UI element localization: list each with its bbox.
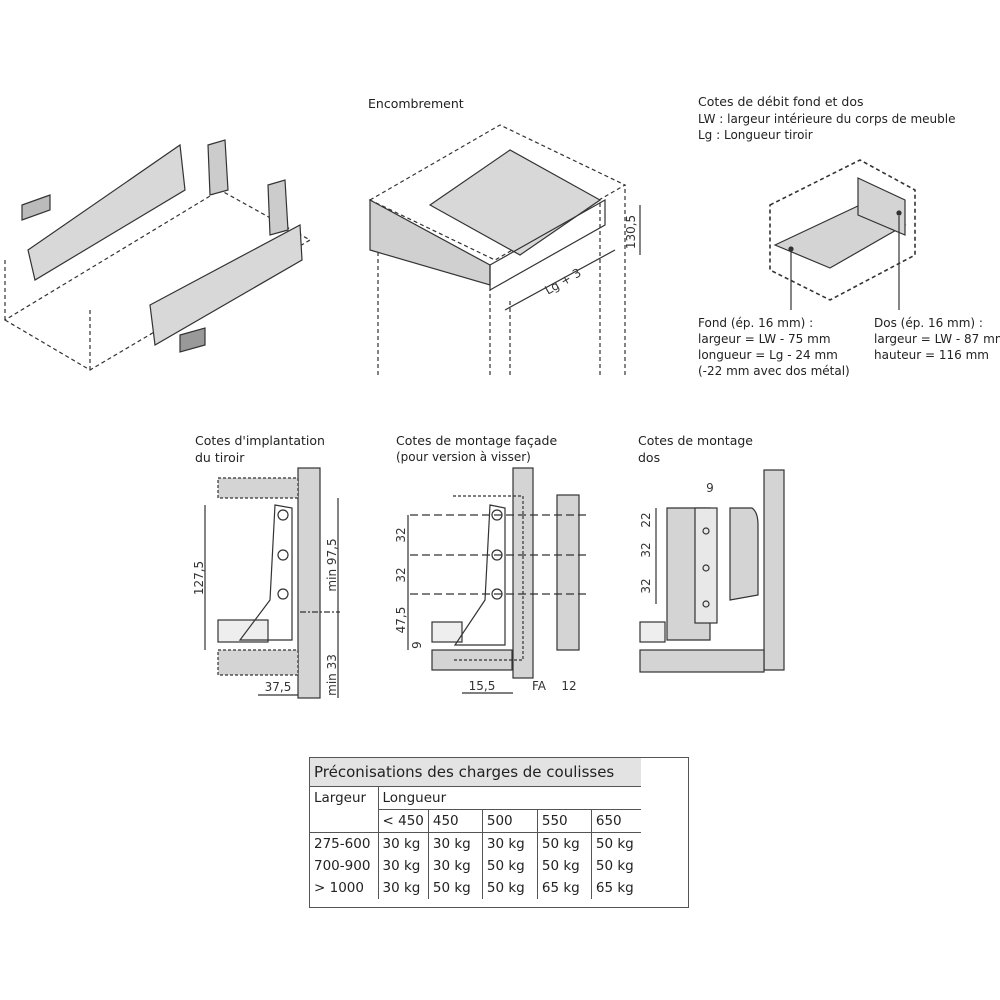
- encombrement-illustration: 130,5 Lg + 3: [368, 124, 641, 375]
- dim-15-5: 15,5: [469, 679, 496, 693]
- encombrement-title: Encombrement: [368, 96, 464, 111]
- load-cell: 30 kg: [427, 832, 483, 855]
- length-header: 500: [481, 809, 538, 833]
- length-header: < 450: [377, 809, 429, 833]
- dim-height-label: 130,5: [624, 215, 638, 249]
- dos-line-3: hauteur = 116 mm: [874, 348, 989, 362]
- cotes-debit-lw: LW : largeur intérieure du corps de meub…: [698, 112, 956, 126]
- dim-fa: FA: [532, 679, 547, 693]
- fond-line-2: largeur = LW - 75 mm: [698, 332, 831, 346]
- facade-title-2: (pour version à visser): [396, 450, 531, 464]
- dim-127-5: 127,5: [192, 561, 206, 595]
- load-cell: 50 kg: [481, 877, 538, 899]
- dos-title-2: dos: [638, 450, 661, 465]
- row-largeur: 275-600: [310, 832, 378, 855]
- length-header: 550: [536, 809, 592, 833]
- load-cell: 30 kg: [427, 855, 483, 877]
- dos-title-1: Cotes de montage: [638, 433, 753, 448]
- fond-line-3: longueur = Lg - 24 mm: [698, 348, 838, 362]
- dim-9-top: 9: [706, 481, 714, 495]
- dim-37-5: 37,5: [265, 680, 292, 694]
- load-cell: 50 kg: [590, 855, 642, 877]
- implantation-section-drawing: 127,5 min 97,5 min 33 37,5: [192, 467, 340, 699]
- load-cell: 30 kg: [377, 877, 429, 899]
- load-cell: 50 kg: [536, 855, 592, 877]
- dos-line-2: largeur = LW - 87 mm: [874, 332, 1000, 346]
- implantation-title-2: du tiroir: [195, 450, 245, 465]
- dos-line-1: Dos (ép. 16 mm) :: [874, 316, 983, 330]
- cotes-debit-title: Cotes de débit fond et dos: [698, 94, 864, 109]
- load-cell: 50 kg: [481, 855, 538, 877]
- load-cell: 50 kg: [590, 832, 642, 855]
- load-table: Préconisations des charges de coulisses …: [310, 758, 642, 899]
- load-table-title: Préconisations des charges de coulisses: [310, 758, 642, 787]
- header-largeur: Largeur: [314, 790, 367, 807]
- dim-min-97-5: min 97,5: [325, 538, 339, 591]
- load-cell: 30 kg: [481, 832, 538, 855]
- load-cell: 30 kg: [377, 855, 429, 877]
- row-largeur: > 1000: [314, 880, 364, 896]
- table-row: 700-900 30 kg 30 kg 50 kg 50 kg 50 kg: [310, 855, 642, 877]
- cotes-debit-lg: Lg : Longueur tiroir: [698, 128, 813, 142]
- fond-line-4: (-22 mm avec dos métal): [698, 364, 850, 378]
- exploded-drawer-illustration: [3, 139, 312, 371]
- dim-32-c: 32: [639, 542, 653, 557]
- load-cell: 30 kg: [377, 832, 429, 855]
- fond-dos-illustration: [769, 159, 916, 310]
- load-table-border: [309, 757, 689, 908]
- dos-section-drawing: 22 32 32 9: [639, 469, 785, 673]
- length-header: 650: [590, 809, 642, 833]
- table-row: > 1000 30 kg 50 kg 50 kg 65 kg 65 kg: [310, 877, 642, 899]
- implantation-title-1: Cotes d'implantation: [195, 433, 325, 448]
- dim-22: 22: [639, 512, 653, 527]
- dim-9: 9: [410, 641, 424, 649]
- facade-title-1: Cotes de montage façade: [396, 433, 558, 448]
- dim-min-33: min 33: [325, 654, 339, 696]
- dim-32-d: 32: [639, 578, 653, 593]
- dim-32-a: 32: [394, 527, 408, 542]
- dim-32-b: 32: [394, 567, 408, 582]
- length-header: 450: [427, 809, 483, 833]
- dim-47-5: 47,5: [394, 607, 408, 634]
- facade-section-drawing: 32 32 47,5 9 15,5 FA 12: [394, 467, 590, 694]
- load-cell: 50 kg: [536, 832, 592, 855]
- load-cell: 65 kg: [590, 877, 642, 899]
- dim-12: 12: [561, 679, 576, 693]
- row-largeur: 700-900: [314, 858, 371, 874]
- load-cell: 50 kg: [427, 877, 483, 899]
- table-row: 275-600 30 kg 30 kg 30 kg 50 kg 50 kg: [310, 832, 642, 855]
- load-cell: 65 kg: [536, 877, 592, 899]
- header-longueur: Longueur: [377, 786, 642, 810]
- fond-line-1: Fond (ép. 16 mm) :: [698, 316, 814, 330]
- dim-length-label: Lg + 3: [542, 266, 583, 298]
